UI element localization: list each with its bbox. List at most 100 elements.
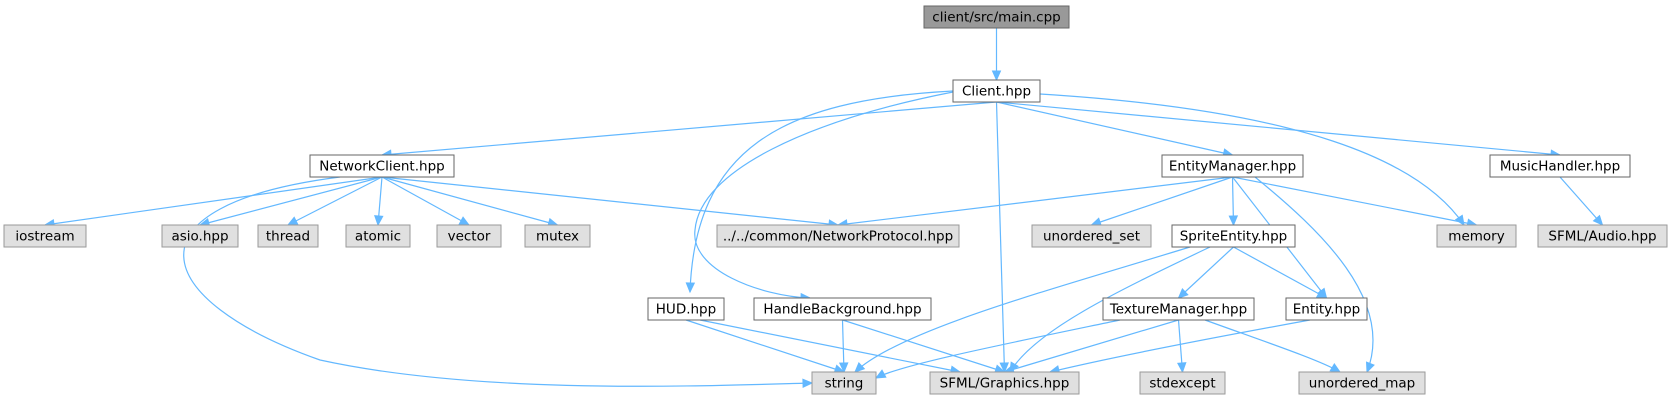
- edge-line: [199, 176, 383, 226]
- node-label: asio.hpp: [171, 229, 228, 245]
- edge-line: [1009, 246, 1211, 373]
- node-box: [1537, 224, 1668, 248]
- node-sfaudio: SFML/Audio.hpp: [1537, 224, 1668, 248]
- edge-client-to-netclient: [380, 101, 997, 159]
- node-label: string: [825, 376, 864, 392]
- nodes-layer: client/src/main.cppClient.hppNetworkClie…: [3, 5, 1668, 395]
- edge-client-to-sfgfx: [995, 101, 1009, 374]
- node-entity[interactable]: Entity.hpp: [1285, 297, 1368, 321]
- edge-arrowhead: [991, 70, 1002, 82]
- edge-line: [1004, 319, 1179, 373]
- edge-line: [381, 176, 470, 226]
- node-box: [716, 224, 960, 248]
- node-texmgr[interactable]: TextureManager.hpp: [1102, 297, 1255, 321]
- node-label: SFML/Graphics.hpp: [940, 376, 1070, 392]
- edge-arrowhead: [838, 362, 849, 374]
- node-memory: memory: [1436, 224, 1517, 248]
- edge-hud-to-sfgfx: [699, 319, 962, 375]
- node-label: memory: [1448, 229, 1504, 245]
- edge-arrowhead: [1592, 214, 1604, 226]
- node-box: [309, 154, 455, 178]
- node-sprite[interactable]: SpriteEntity.hpp: [1171, 224, 1296, 248]
- node-label: HUD.hpp: [656, 302, 716, 318]
- node-handlebg[interactable]: HandleBackground.hpp: [753, 297, 932, 321]
- edge-entmgr-to-memory: [1232, 176, 1478, 228]
- node-label: Client.hpp: [962, 84, 1031, 100]
- node-label: ../../common/NetworkProtocol.hpp: [723, 229, 953, 245]
- edges-layer: [43, 28, 1604, 389]
- edge-line: [1233, 246, 1327, 299]
- node-label: NetworkClient.hpp: [319, 159, 444, 175]
- node-label: SFML/Audio.hpp: [1548, 229, 1656, 245]
- node-box: [1161, 154, 1304, 178]
- edge-netclient-to-netproto: [381, 176, 840, 229]
- node-box: [161, 224, 239, 248]
- edge-line: [996, 101, 1233, 156]
- node-atomic: atomic: [345, 224, 411, 248]
- node-hud[interactable]: HUD.hpp: [647, 297, 725, 321]
- edge-line: [1232, 176, 1477, 226]
- edge-music-to-sfaudio: [1559, 176, 1604, 226]
- node-box: [1102, 297, 1255, 321]
- edge-handlebg-to-string: [838, 319, 849, 374]
- node-music[interactable]: MusicHandler.hpp: [1489, 154, 1631, 178]
- node-box: [952, 79, 1041, 103]
- node-box: [929, 371, 1080, 395]
- node-client[interactable]: Client.hpp: [952, 79, 1041, 103]
- node-stdexcept: stdexcept: [1139, 371, 1226, 395]
- edge-arrowhead: [1177, 362, 1187, 374]
- edge-line: [287, 176, 383, 226]
- node-box: [345, 224, 411, 248]
- edge-netclient-to-atomic: [374, 176, 384, 227]
- node-box: [1285, 297, 1368, 321]
- node-box: [436, 224, 502, 248]
- node-label: atomic: [355, 229, 401, 245]
- edge-arrowhead: [458, 216, 471, 226]
- node-label: unordered_map: [1309, 376, 1415, 392]
- edge-line: [1091, 176, 1233, 226]
- edge-line: [875, 319, 1121, 379]
- node-main[interactable]: client/src/main.cpp: [923, 5, 1070, 29]
- edge-line: [837, 176, 1233, 226]
- edge-client-to-hud: [685, 90, 954, 294]
- edge-line: [685, 319, 845, 373]
- node-thread: thread: [257, 224, 319, 248]
- node-string: string: [811, 371, 877, 395]
- node-label: thread: [266, 229, 310, 245]
- edge-line: [1039, 93, 1465, 226]
- node-box: [524, 224, 591, 248]
- node-iostream: iostream: [3, 224, 87, 248]
- edge-arrowhead: [685, 282, 696, 294]
- node-box: [1489, 154, 1631, 178]
- edge-arrowhead: [1228, 215, 1239, 227]
- edge-line: [1559, 176, 1603, 226]
- node-box: [923, 5, 1070, 29]
- edge-client-to-music: [996, 101, 1562, 159]
- edge-arrowhead: [999, 362, 1009, 374]
- edge-line: [1178, 246, 1234, 299]
- node-box: [1436, 224, 1517, 248]
- node-netclient[interactable]: NetworkClient.hpp: [309, 154, 455, 178]
- node-label: iostream: [15, 229, 74, 245]
- edge-line: [381, 101, 997, 156]
- edge-arrowhead: [874, 369, 887, 379]
- node-label: HandleBackground.hpp: [763, 302, 921, 318]
- edge-texmgr-to-stdexcept: [1177, 319, 1187, 374]
- edge-texmgr-to-umap: [1204, 319, 1342, 373]
- edge-arrowhead: [1177, 288, 1189, 299]
- node-label: EntityManager.hpp: [1169, 159, 1296, 175]
- edge-line: [44, 176, 383, 226]
- node-box: [1139, 371, 1226, 395]
- edge-entmgr-to-uset: [1090, 176, 1233, 227]
- edge-line: [995, 101, 1006, 373]
- node-label: unordered_set: [1043, 229, 1140, 245]
- edge-line: [381, 176, 558, 226]
- edge-line: [996, 101, 1561, 156]
- node-box: [1031, 224, 1152, 248]
- edge-entmgr-to-sprite: [1228, 176, 1239, 227]
- edge-arrowhead: [1329, 363, 1342, 373]
- node-entmgr[interactable]: EntityManager.hpp: [1161, 154, 1304, 178]
- node-netproto: ../../common/NetworkProtocol.hpp: [716, 224, 960, 248]
- edge-line: [842, 319, 1005, 373]
